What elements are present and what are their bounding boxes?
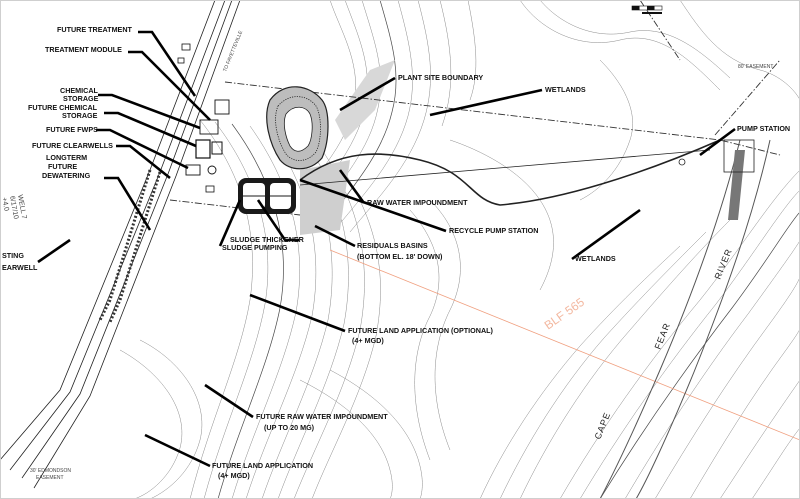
- embankment-slope-hatching: [300, 60, 395, 235]
- label-future-land-app-1: FUTURE LAND APPLICATION: [212, 461, 313, 470]
- pump-station-structure: [723, 139, 755, 173]
- label-wetlands-north: WETLANDS: [545, 85, 586, 94]
- label-future-chemical-storage-2: STORAGE: [62, 111, 98, 120]
- residuals-basins: [238, 178, 296, 214]
- label-longterm-2: FUTURE: [48, 162, 77, 171]
- well-annotation: WELL 7 6/17/10 +4.0: [0, 194, 27, 220]
- property-line: [329, 249, 800, 441]
- label-future-fwps: FUTURE FWPS: [46, 125, 98, 134]
- label-future-raw-water-impoundment-1: FUTURE RAW WATER IMPOUNDMENT: [256, 412, 388, 421]
- label-sludge-pumping: SLUDGE PUMPING: [222, 243, 288, 252]
- label-residuals-basins-1: RESIDUALS BASINS: [357, 241, 428, 250]
- label-residuals-basins-2: (BOTTOM EL. 18' DOWN): [357, 252, 443, 261]
- label-plant-site-boundary: PLANT SITE BOUNDARY: [398, 73, 483, 82]
- easement-top-label: 80' EASEMENT: [738, 64, 773, 70]
- easement-bottom-label-1: 30' EDMONDSON: [30, 468, 71, 474]
- river-label-cape: CAPE: [593, 411, 613, 441]
- svg-text:6/17/10: 6/17/10: [8, 196, 19, 220]
- plant-site-boundary-line: [224, 81, 781, 156]
- river-label-fear: FEAR: [653, 321, 673, 351]
- label-future-land-app-optional-2: (4+ MGD): [352, 336, 384, 345]
- svg-text:+4.0: +4.0: [0, 197, 9, 212]
- label-future-raw-water-impoundment-2: (UP TO 20 MG): [264, 423, 315, 432]
- scale-bar: [631, 5, 663, 14]
- label-future-clearwells: FUTURE CLEARWELLS: [32, 141, 113, 150]
- label-wetlands-south: WETLANDS: [575, 254, 616, 263]
- label-treatment-module: TREATMENT MODULE: [45, 45, 122, 54]
- highway-corridor: [0, 0, 241, 489]
- label-future-chemical-storage-1: FUTURE CHEMICAL: [28, 103, 98, 112]
- label-recycle-pump-station: RECYCLE PUMP STATION: [449, 226, 538, 235]
- treatment-facility: [177, 43, 230, 193]
- label-sludge-thickener: SLUDGE THICKENER: [230, 235, 305, 244]
- raw-water-impoundment-basin: [266, 86, 329, 170]
- label-existing-clearwell-2: EARWELL: [2, 263, 38, 272]
- label-longterm-3: DEWATERING: [42, 171, 91, 180]
- raw-water-pipeline: [299, 139, 721, 206]
- leader-lines: [37, 30, 736, 468]
- svg-text:WELL 7: WELL 7: [16, 194, 27, 220]
- callout-labels: FUTURE TREATMENT TREATMENT MODULE CHEMIC…: [2, 25, 790, 480]
- road-label: TO FAYETTEVILLE: [222, 29, 244, 72]
- property-line-label: BLF 565: [542, 295, 587, 333]
- label-future-land-app-optional-1: FUTURE LAND APPLICATION (OPTIONAL): [348, 326, 494, 335]
- label-chemical-storage-1: CHEMICAL: [60, 86, 99, 95]
- label-pump-station: PUMP STATION: [737, 124, 790, 133]
- label-raw-water-impoundment: RAW WATER IMPOUNDMENT: [367, 198, 468, 207]
- label-longterm-1: LONGTERM: [46, 153, 87, 162]
- easement-bottom-label-2: EASEMENT: [36, 475, 64, 481]
- label-future-land-app-2: (4+ MGD): [218, 471, 250, 480]
- cape-fear-river: [599, 139, 771, 499]
- label-existing-clearwell-1: STING: [2, 251, 24, 260]
- label-chemical-storage-2: STORAGE: [63, 94, 99, 103]
- label-future-treatment: FUTURE TREATMENT: [57, 25, 133, 34]
